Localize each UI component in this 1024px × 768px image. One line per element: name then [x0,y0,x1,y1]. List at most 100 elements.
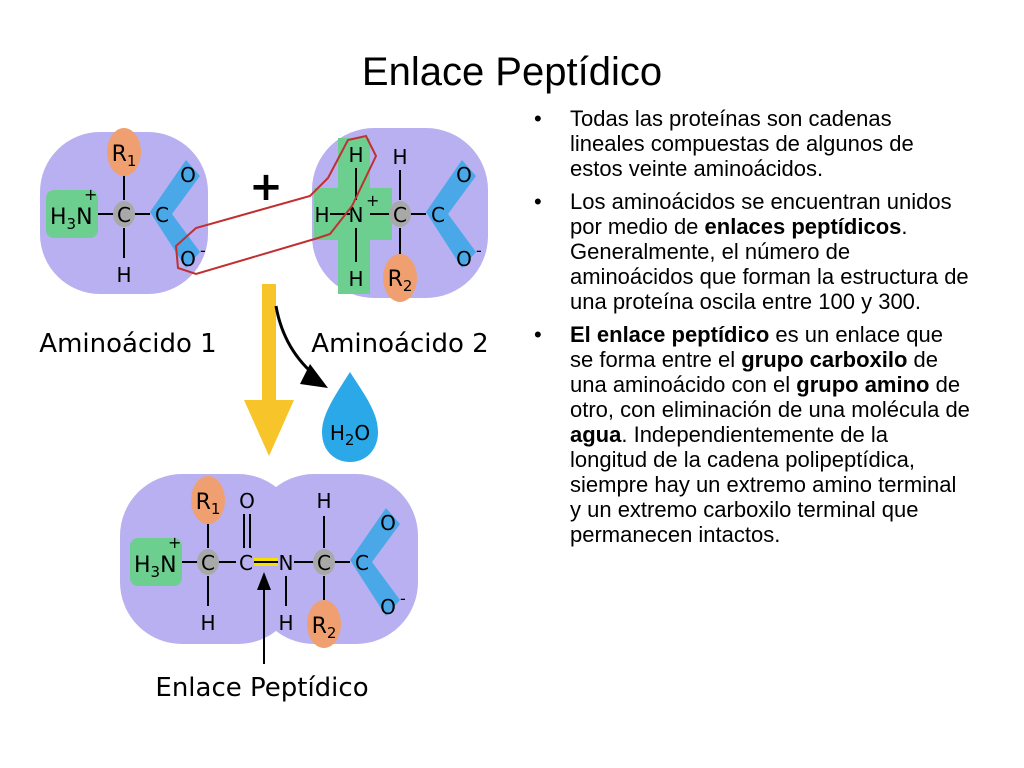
carboxyl-group [150,160,200,268]
alpha-carbon [197,549,219,575]
h3n-label: H3N [134,553,177,581]
carboxyl-group [426,160,476,268]
formula-char: 1 [127,152,137,170]
hydrogen-label: H [200,611,215,635]
nitrogen-label: N [279,551,294,575]
bullet-marker: • [534,189,542,214]
formula-char: 3 [151,563,161,581]
amino-group [130,538,182,586]
label-amino-acid-2: Aminoácido 2 [311,329,488,359]
carbon-label: C [117,203,131,227]
r1-label: R1 [112,142,137,170]
carbonyl-c-label: C [239,551,253,575]
hydrogen-top-label: H [348,143,363,167]
peptide-bond-diagram: H3N + C R1 H C O O - + H H N + H C [39,128,489,703]
formula-char: R [312,614,327,639]
formula-char: N [160,553,176,578]
hydrogen-bottom-label: H [348,267,363,291]
h3n-label: H3N [50,205,93,233]
carbon-label: C [201,551,215,575]
bullet-marker: • [534,106,542,131]
carboxyl-c-label: C [155,203,169,227]
bullet-text-bold: grupo carboxilo [741,347,908,372]
r-group-1 [107,128,141,176]
formula-char: H [330,421,345,445]
bullet-text: Los aminoácidos se encuentran unidos por… [570,189,969,314]
charge-minus: - [476,241,482,260]
oxygen-top-label: O [456,163,472,187]
oxygen-top-label: O [380,511,396,535]
formula-char: O [354,421,370,445]
r-group-2 [307,600,341,648]
bullet-text-bold: enlaces peptídicos [704,214,902,239]
bullet-text-segment: es un enlace que se forma entre el [570,322,943,372]
formula-char: 2 [327,624,337,642]
formula-char: R [388,267,403,292]
reaction-arrow [244,284,294,456]
carbonyl-o-label: O [239,489,255,513]
nitrogen-label: N [349,203,364,227]
charge-plus: + [366,191,379,210]
amino-group [46,190,98,238]
bullet-text-segment: de otro, con eliminación de una molécula… [570,372,970,422]
charge-plus: + [168,533,181,552]
hydrogen-label: H [116,263,131,287]
alpha-carbon [113,201,135,227]
amino-group [314,138,392,294]
amino-acid-2: H H N + H C H R2 C O O - [312,128,488,302]
charge-minus: - [400,589,406,608]
r-group-2 [383,254,417,302]
amino-acid-1: H3N + C R1 H C O O - [40,128,208,294]
r2-label: R2 [388,267,413,295]
r2-label: R2 [312,614,337,642]
hydrogen-label: H [392,145,407,169]
oxygen-bottom-label: O [380,595,396,619]
carboxyl-c-label: C [431,203,445,227]
formula-char: R [196,490,211,515]
bullet-text-segment: Todas las proteínas son cadenas lineales… [570,106,914,181]
bullet-text-bold: El enlace peptídico [570,322,770,347]
alpha-carbon [389,201,411,227]
bullet-item: • Todas las proteínas son cadenas lineale… [530,106,970,181]
formula-char: N [76,205,92,230]
water-release-arrowhead [300,364,328,388]
r1-label: R1 [196,490,221,518]
plus-sign: + [249,164,283,210]
hydrogen-label: H [316,489,331,513]
label-amino-acid-1: Aminoácido 1 [39,329,216,359]
bullet-text: El enlace peptídico es un enlace que se … [570,322,970,547]
formula-char: 2 [345,431,355,449]
formula-char: 2 [403,277,413,295]
bullet-text-segment: de una aminoácido con el [570,347,939,397]
hydrogen-label: H [278,611,293,635]
charge-minus: - [200,241,206,260]
bullet-text-segment: Los aminoácidos se encuentran unidos por… [570,189,952,239]
formula-char: H [134,553,151,578]
formula-char: R [112,142,127,167]
hydrogen-left-label: H [314,203,329,227]
bullet-item: • El enlace peptídico es un enlace que se… [530,322,970,547]
peptide-bond-pointer-head [257,572,271,590]
formula-char: 1 [211,500,221,518]
water-drop [322,372,378,462]
condensation-link [174,134,378,276]
bullet-list: • Todas las proteínas son cadenas lineale… [530,106,970,555]
bullet-marker: • [534,322,542,347]
label-peptide-bond: Enlace Peptídico [155,673,368,703]
charge-plus: + [84,185,97,204]
bullet-text-segment: . Independientemente de la longitud de l… [570,422,957,547]
slide-title: Enlace Peptídico [361,50,663,94]
water-label: H2O [330,421,370,449]
dipeptide: H3N + C R1 H C O N H C H R2 C O O - [120,474,418,648]
formula-char: H [50,205,67,230]
bullet-text-bold: agua [570,422,622,447]
bullet-item: • Los aminoácidos se encuentran unidos po… [530,189,970,314]
oxygen-bottom-label: O [180,247,196,271]
carboxyl-c-label: C [355,551,369,575]
r-group-1 [191,476,225,524]
formula-char: 3 [67,215,77,233]
carboxyl-group [350,508,400,616]
dipeptide-background-right [252,474,418,644]
oxygen-top-label: O [180,163,196,187]
alpha-carbon [313,549,335,575]
